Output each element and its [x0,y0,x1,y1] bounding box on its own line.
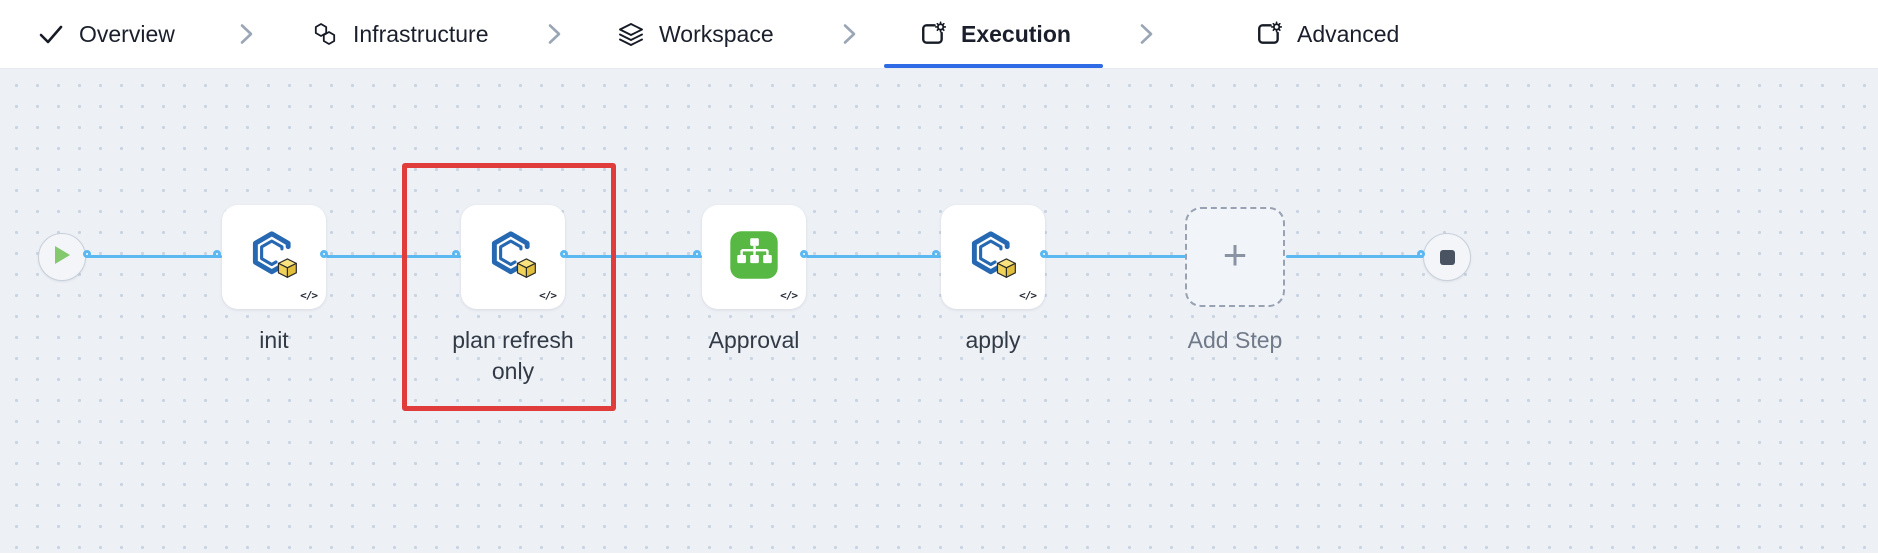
step-node-apply[interactable]: </> [941,205,1045,309]
tab-label: Workspace [659,20,774,47]
port-approval-out[interactable] [800,250,808,258]
tab-overview[interactable]: Overview [38,0,175,68]
workflow-canvas[interactable]: </> init </> plan refresh only [0,69,1878,553]
plus-icon: + [1222,231,1248,278]
chevron-separator-icon [843,24,856,45]
edge-approval-apply [806,255,941,258]
tab-advanced[interactable]: Advanced [1256,0,1399,68]
check-icon [38,21,64,47]
step-label-plan-refresh-only: plan refresh only [452,327,574,384]
add-step-button[interactable]: + [1185,207,1285,307]
document-gear-icon [920,21,946,47]
stop-icon [1439,249,1455,265]
tab-label: Overview [79,20,175,47]
hexagons-icon [312,21,338,47]
port-apply-in[interactable] [932,250,940,258]
step-node-approval[interactable]: </> [702,205,806,309]
step-label-init: init [259,327,289,353]
tab-label: Execution [961,20,1071,47]
chevron-separator-icon [1140,24,1153,45]
tab-execution[interactable]: Execution [884,0,1103,68]
add-step-label: Add Step [1187,327,1283,353]
port-init-in[interactable] [213,250,221,258]
port-init-out[interactable] [320,250,328,258]
step-label-approval: Approval [708,327,800,353]
document-gear-icon [1256,21,1282,47]
chevron-separator-icon [548,24,561,45]
port-plan-out[interactable] [560,250,568,258]
code-badge: </> [300,289,318,302]
tab-infrastructure[interactable]: Infrastructure [312,0,489,68]
port-end-in[interactable] [1417,250,1425,258]
edge-apply-addstep [1045,255,1186,258]
step-label-apply: apply [965,327,1021,353]
step-node-init[interactable]: </> [222,205,326,309]
port-apply-out[interactable] [1040,250,1048,258]
tab-label: Advanced [1297,20,1400,47]
wizard-step-nav: Overview Infrastructure Workspace [0,0,1878,69]
tab-label: Infrastructure [353,20,489,47]
start-node[interactable] [38,233,86,281]
chevron-separator-icon [240,24,253,45]
code-badge: </> [1019,289,1037,302]
edge-plan-approval [565,255,702,258]
port-plan-in[interactable] [452,250,460,258]
approval-icon [726,227,782,288]
code-badge: </> [780,289,798,302]
edge-start-init [62,255,222,258]
terraform-icon [964,226,1022,289]
layers-icon [618,21,644,47]
edge-init-plan [326,255,461,258]
edge-addstep-end [1286,255,1447,258]
port-start-out[interactable] [83,250,91,258]
code-badge: </> [539,289,557,302]
active-tab-underline [884,64,1103,68]
tab-workspace[interactable]: Workspace [618,0,774,68]
end-node[interactable] [1423,233,1471,281]
play-icon [54,245,71,270]
port-approval-in[interactable] [693,250,701,258]
terraform-icon [484,226,542,289]
step-node-plan-refresh-only[interactable]: </> [461,205,565,309]
terraform-icon [245,226,303,289]
